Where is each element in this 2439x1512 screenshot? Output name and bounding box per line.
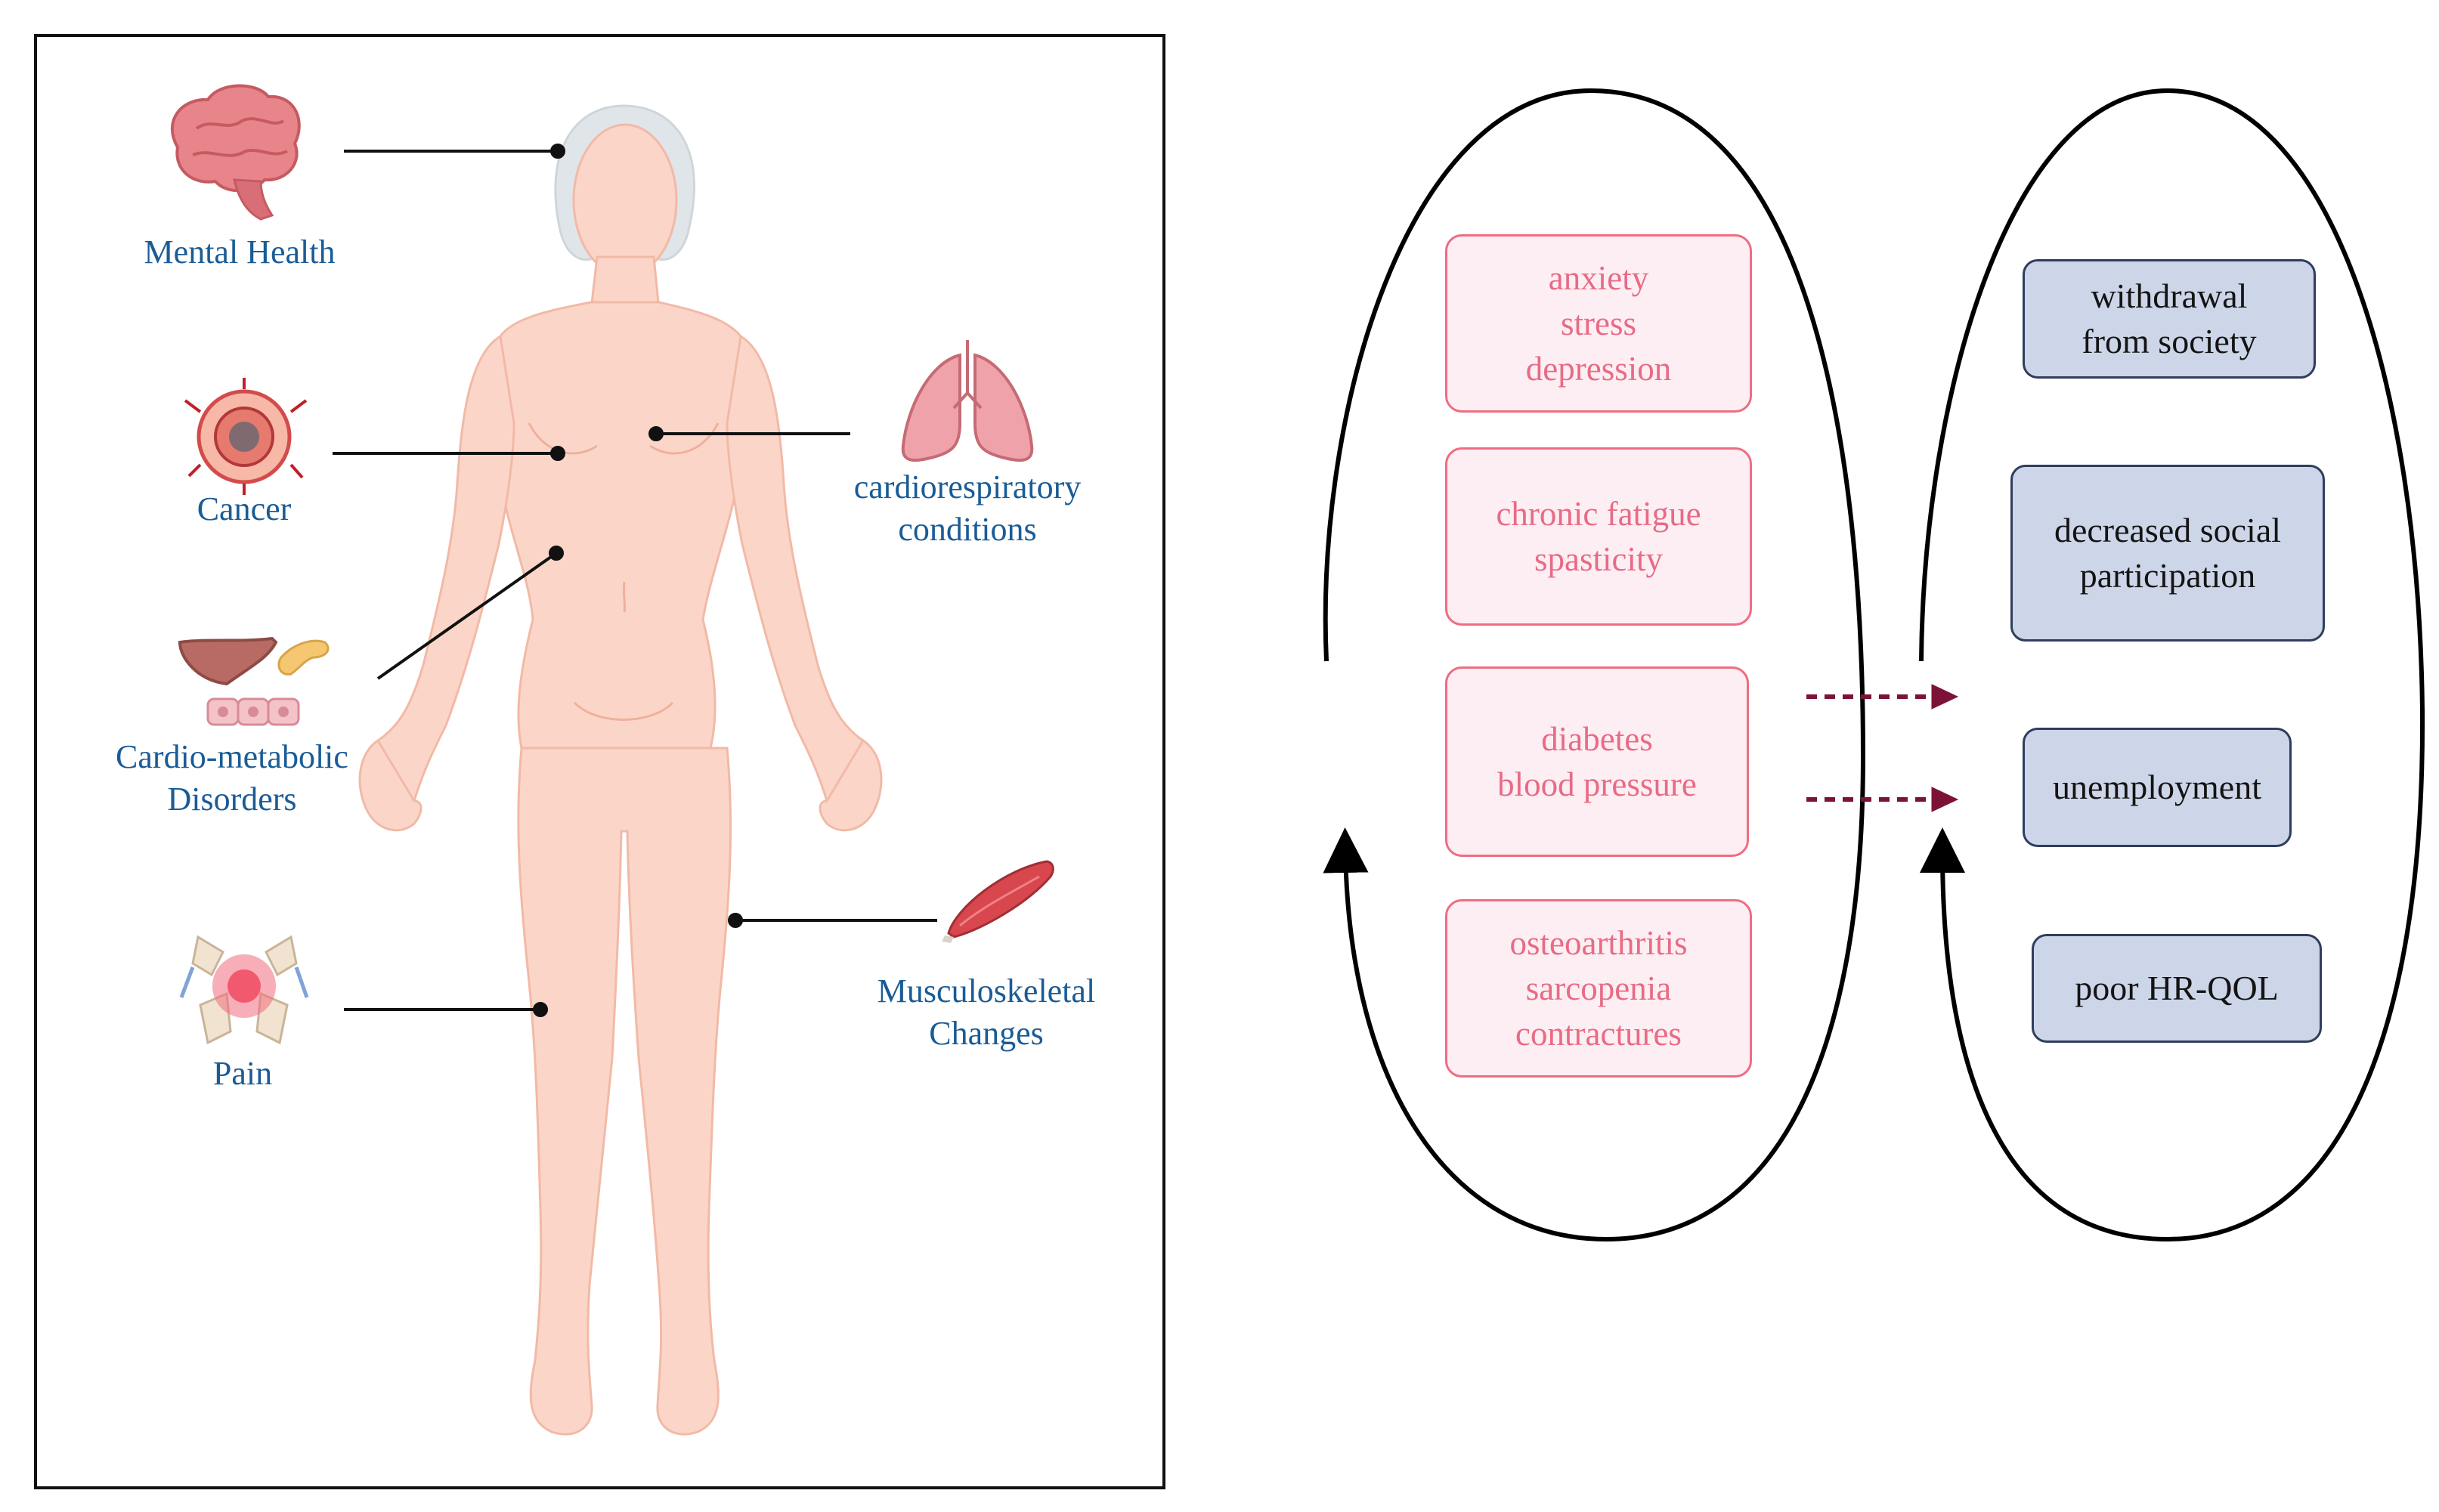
liver-pancreas-icon bbox=[178, 636, 330, 726]
muscle-icon bbox=[942, 860, 1054, 943]
connector-cardiometabolic bbox=[376, 552, 558, 680]
brain-icon bbox=[170, 84, 301, 221]
symptom-box-mental: anxiety stress depression bbox=[1445, 234, 1752, 413]
symptom-box-musculoskeletal: osteoarthritis sarcopenia contractures bbox=[1445, 899, 1752, 1078]
symptom-box-metabolic: diabetes blood pressure bbox=[1445, 666, 1749, 857]
outcome-box-social-participation: decreased social participation bbox=[2010, 465, 2325, 642]
outcome-box-unemployment: unemployment bbox=[2023, 728, 2292, 847]
left-panel-frame bbox=[34, 34, 1165, 1489]
label-pain: Pain bbox=[212, 1055, 273, 1092]
outcome-cycle-arc bbox=[1919, 88, 2425, 1242]
knee-pain-icon bbox=[179, 935, 309, 1045]
label-cardiometabolic: Cardio-metabolic Disorders bbox=[116, 738, 348, 818]
label-cardiorespiratory: cardiorespiratory conditions bbox=[853, 468, 1082, 548]
connector-lines bbox=[333, 144, 937, 1017]
symptom-box-fatigue: chronic fatigue spasticity bbox=[1445, 447, 1752, 626]
label-musculoskeletal: Musculoskeletal Changes bbox=[877, 972, 1096, 1052]
dotted-arrows bbox=[1806, 684, 1959, 812]
label-mental-health: Mental Health bbox=[144, 233, 336, 271]
outcome-box-withdrawal: withdrawal from society bbox=[2023, 259, 2316, 379]
label-cancer: Cancer bbox=[197, 490, 292, 527]
tumor-cell-icon bbox=[184, 378, 308, 495]
symptom-cycle-arc bbox=[1323, 88, 1866, 1242]
symptom-cycle bbox=[1323, 88, 1866, 1242]
lungs-icon bbox=[901, 340, 1034, 462]
human-body-figure bbox=[358, 104, 883, 1436]
outcome-box-hrqol: poor HR-QOL bbox=[2032, 934, 2322, 1043]
outcome-cycle bbox=[1919, 88, 2425, 1242]
